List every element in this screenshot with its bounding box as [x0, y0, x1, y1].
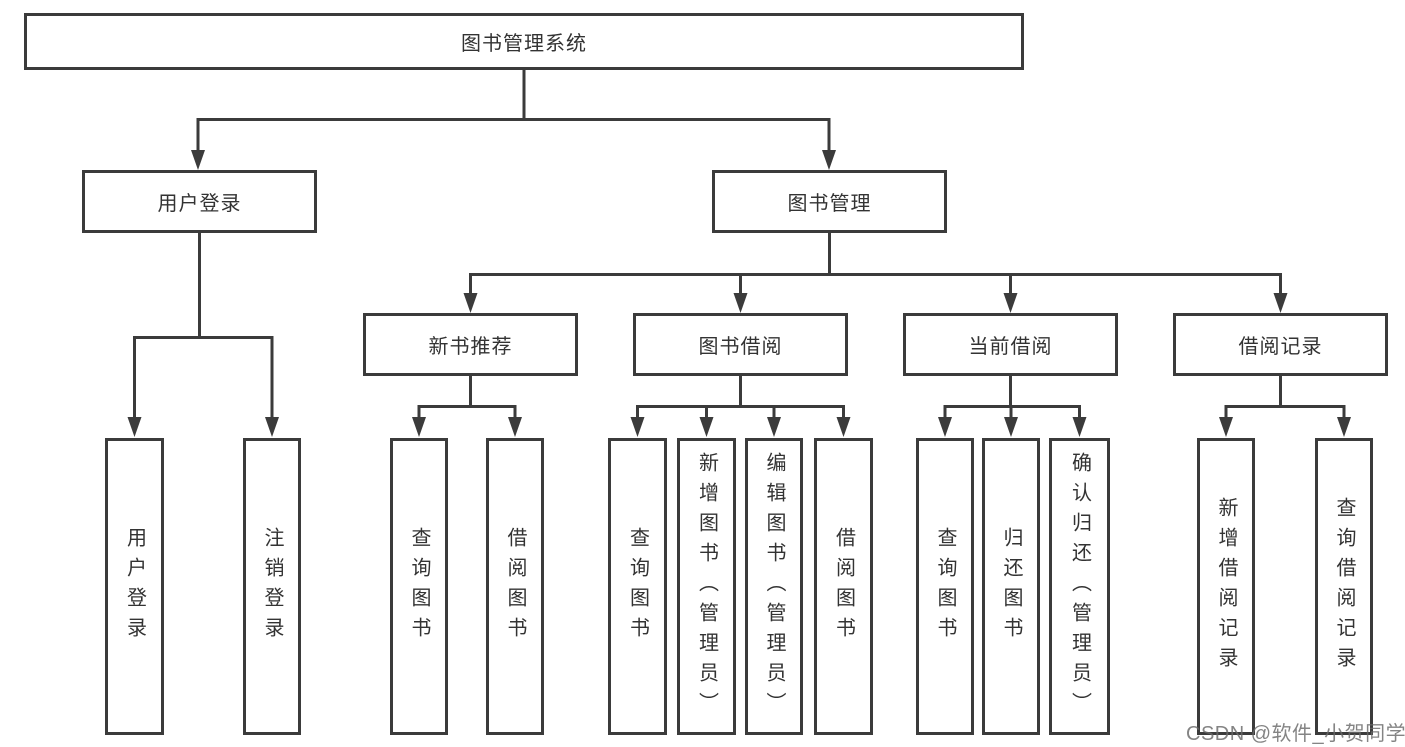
node-book-management-label: 图书管理: [787, 193, 872, 215]
leaf-bb-add-books-admin-label: 新增图书（管理员）: [695, 451, 718, 722]
leaf-user-login: 用户登录: [105, 438, 164, 735]
leaf-br-query-borrow-record-label: 查询借阅记录: [1333, 496, 1355, 677]
node-book-borrow-label: 图书借阅: [698, 336, 783, 358]
leaf-bb-borrow-books-label: 借阅图书: [832, 526, 855, 647]
node-new-book-recommend: 新书推荐: [363, 313, 578, 376]
csdn-watermark: CSDN @软件_小贺同学: [1186, 723, 1405, 745]
leaf-bb-query-books: 查询图书: [608, 438, 667, 735]
leaf-bb-query-books-label: 查询图书: [626, 526, 649, 647]
node-root-label: 图书管理系统: [461, 33, 587, 55]
leaf-cb-query-books-label: 查询图书: [934, 526, 956, 647]
node-book-borrow: 图书借阅: [633, 313, 848, 376]
leaf-bb-edit-books-admin: 编辑图书（管理员）: [745, 438, 803, 735]
leaf-bb-borrow-books: 借阅图书: [814, 438, 873, 735]
node-current-borrow: 当前借阅: [903, 313, 1118, 376]
leaf-bb-add-books-admin: 新增图书（管理员）: [677, 438, 736, 735]
leaf-logout: 注销登录: [243, 438, 301, 735]
leaf-cb-return-books-label: 归还图书: [1000, 526, 1022, 647]
leaf-nb-query-books: 查询图书: [390, 438, 448, 735]
leaf-user-login-label: 用户登录: [123, 526, 146, 647]
leaf-nb-borrow-books: 借阅图书: [486, 438, 544, 735]
leaf-br-add-borrow-record-label: 新增借阅记录: [1215, 496, 1237, 677]
leaf-cb-confirm-return-admin: 确认归还（管理员）: [1049, 438, 1110, 735]
leaf-cb-return-books: 归还图书: [982, 438, 1040, 735]
leaf-nb-query-books-label: 查询图书: [408, 526, 430, 647]
leaf-bb-edit-books-admin-label: 编辑图书（管理员）: [763, 451, 785, 722]
node-borrow-records-label: 借阅记录: [1238, 336, 1323, 358]
leaf-cb-query-books: 查询图书: [916, 438, 974, 735]
node-new-book-recommend-label: 新书推荐: [428, 336, 513, 358]
leaf-nb-borrow-books-label: 借阅图书: [504, 526, 526, 647]
node-borrow-records: 借阅记录: [1173, 313, 1388, 376]
node-user-login-label: 用户登录: [157, 193, 242, 215]
node-current-borrow-label: 当前借阅: [968, 336, 1053, 358]
leaf-logout-label: 注销登录: [261, 526, 283, 647]
leaf-br-query-borrow-record: 查询借阅记录: [1315, 438, 1373, 735]
node-book-management: 图书管理: [712, 170, 947, 233]
leaf-br-add-borrow-record: 新增借阅记录: [1197, 438, 1255, 735]
node-user-login: 用户登录: [82, 170, 317, 233]
leaf-cb-confirm-return-admin-label: 确认归还（管理员）: [1068, 451, 1091, 722]
node-root: 图书管理系统: [24, 13, 1024, 70]
